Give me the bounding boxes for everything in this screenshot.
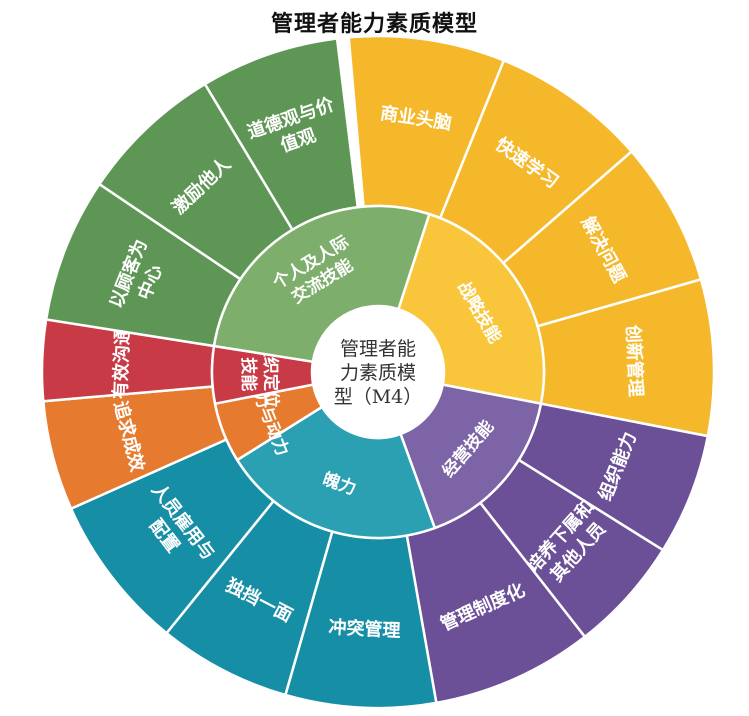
outer-label-1-4-line: 创新管理 <box>622 323 647 397</box>
outer-label-5-1-line: 有效沟通 <box>109 327 133 400</box>
outer-label-1-4: 创新管理 <box>622 323 647 397</box>
center-label-line: 型（M4） <box>334 386 423 408</box>
inner-label-5-line: 技能 <box>238 357 260 391</box>
outer-label-5-1: 有效沟通 <box>109 327 133 400</box>
center-hub: 管理者能力素质模型（M4） <box>312 306 444 438</box>
center-label-line: 管理者能 <box>340 338 416 360</box>
page-title: 管理者能力素质模型 <box>270 11 478 37</box>
outer-ring: 商业头脑快速学习解决问题创新管理组织能力培养下属和其他人员管理制度化冲突管理独挡… <box>40 34 716 710</box>
outer-label-3-1: 冲突管理 <box>328 616 401 642</box>
inner-segment-3 <box>235 405 437 540</box>
center-label-line: 力素质模 <box>340 362 416 384</box>
center-label: 管理者能力素质模型（M4） <box>334 338 423 408</box>
center-circle <box>312 306 444 438</box>
outer-label-3-1-line: 冲突管理 <box>328 616 401 642</box>
